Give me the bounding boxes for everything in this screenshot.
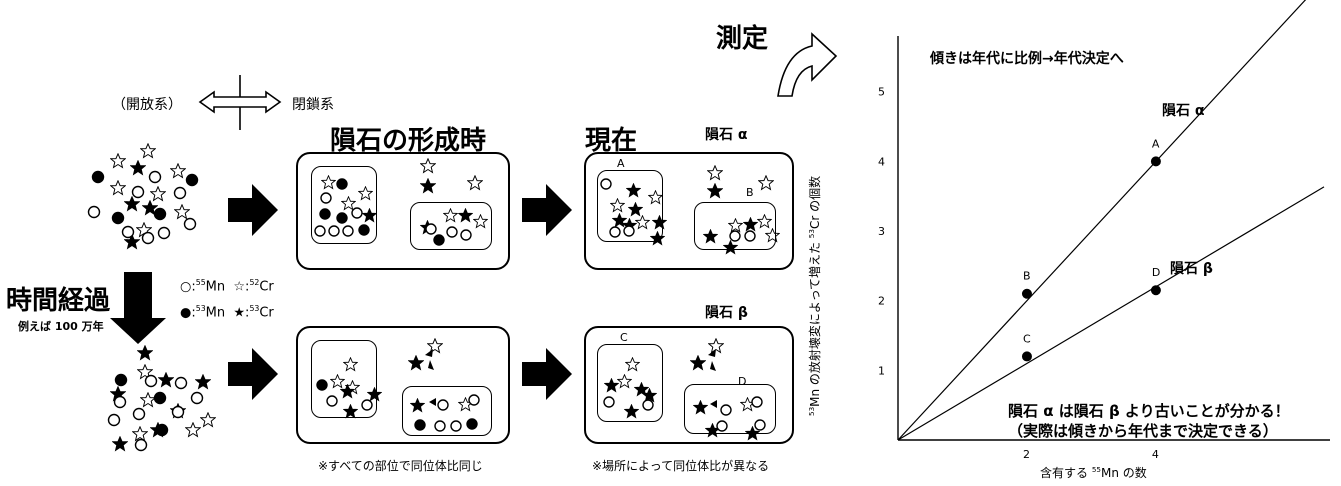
present-alpha-sub-2 [694, 202, 776, 250]
time-passage-label: 時間経過 [6, 286, 111, 316]
legend-item: ●:53Mn ★:53Cr [180, 304, 274, 321]
arrow-right-icon [228, 184, 572, 400]
note-different-ratio: ※場所によって同位体比が異なる [592, 459, 770, 473]
legend-symbol: ● [180, 305, 192, 321]
point-label-b: B [746, 186, 754, 199]
later-particles [107, 345, 216, 452]
present-heading: 現在 [585, 126, 638, 156]
formation-heading: 隕石の形成時 [330, 126, 487, 156]
formation-bottom-sub-2 [402, 386, 492, 436]
present-beta-sub-1 [597, 344, 663, 422]
graph-title: 傾きは年代に比例→年代決定へ [930, 51, 1124, 67]
measure-arrow-icon [777, 32, 838, 97]
meteorite-beta-label: 隕石 β [705, 305, 748, 321]
open-system-label: （開放系） [112, 97, 182, 113]
formation-top-sub-2 [410, 202, 492, 250]
present-alpha-sub-1 [597, 170, 663, 242]
present-beta-box [584, 326, 794, 444]
legend-symbol: ☆ [233, 279, 246, 295]
point-label-d: D [738, 375, 747, 388]
initial-particles [87, 143, 199, 249]
present-beta-sub-2 [684, 384, 776, 434]
series-label-beta: 隕石 β [1170, 261, 1213, 277]
present-beta-particles [603, 338, 766, 440]
legend-symbol: ○ [180, 279, 192, 295]
point-label-c: C [620, 331, 628, 344]
time-arrow-icon [110, 272, 166, 344]
conclusion-line-2: （実際は傾きから年代まで決定できる） [1008, 422, 1278, 440]
open-closed-arrow [198, 75, 282, 130]
series-label-alpha: 隕石 α [1162, 103, 1205, 119]
measure-label: 測定 [716, 24, 769, 54]
closed-system-label: 閉鎖系 [292, 97, 334, 113]
legend-item: ○:55Mn ☆:52Cr [180, 278, 274, 295]
formation-bottom-sub-1 [311, 340, 377, 418]
formation-box-top [296, 152, 510, 270]
note-same-ratio: ※すべての部位で同位体比同じ [318, 459, 483, 473]
formation-bottom-particles [316, 338, 480, 432]
legend-symbol: ★ [233, 305, 246, 321]
present-alpha-box [584, 152, 794, 270]
formation-box-bottom [296, 326, 510, 444]
legend: ○:55Mn ☆:52Cr ●:53Mn ★:53Cr [180, 272, 274, 325]
example-time-label: 例えば 100 万年 [18, 320, 104, 333]
point-label-a: A [617, 157, 625, 170]
x-axis-label: 含有する 55Mn の数 [1040, 465, 1147, 480]
formation-top-particles [314, 158, 488, 246]
conclusion-line-1: 隕石 α は隕石 β より古いことが分かる！ [1008, 402, 1290, 420]
formation-top-sub-1 [311, 166, 377, 244]
meteorite-alpha-label: 隕石 α [705, 127, 748, 143]
y-axis-label: 53Mn の放射壊変によって増えた 53Cr の個数 [807, 175, 822, 416]
